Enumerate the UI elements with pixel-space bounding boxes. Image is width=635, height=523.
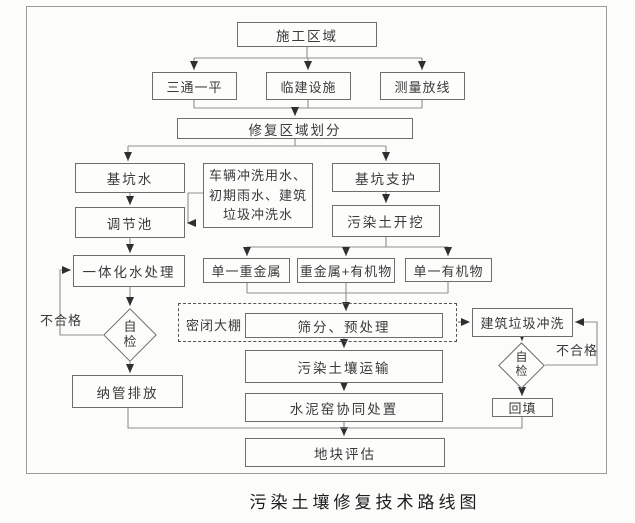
node-pit-support: 基坑支护 xyxy=(332,163,440,192)
enclosed-shed-label: 密闭大棚 xyxy=(186,318,243,333)
node-remediation-zoning: 修复区域划分 xyxy=(177,118,413,139)
node-three-supplies-one-leveling: 三通一平 xyxy=(152,72,237,100)
enclosed-shed-dashed-zone xyxy=(178,303,457,342)
node-pipe-discharge: 纳管排放 xyxy=(72,375,183,408)
node-wash-water-sources: 车辆冲洗用水、 初期雨水、建筑 垃圾冲洗水 xyxy=(203,163,313,228)
diagram-border xyxy=(26,6,607,474)
node-site-assessment: 地块评估 xyxy=(245,438,445,467)
node-backfill: 回填 xyxy=(492,398,553,417)
node-construction-waste-washing: 建筑垃圾冲洗 xyxy=(472,308,573,337)
wash-water-line1: 车辆冲洗用水、 xyxy=(208,168,307,184)
wash-water-line2: 初期雨水、建筑 xyxy=(208,187,307,203)
node-single-heavy-metal: 单一重金属 xyxy=(203,258,290,283)
node-survey-setting-out: 测量放线 xyxy=(380,72,465,100)
node-integrated-water-treatment: 一体化水处理 xyxy=(73,255,185,287)
node-screening-pretreatment: 筛分、预处理 xyxy=(245,313,443,338)
figure-caption: 污染土壤修复技术路线图 xyxy=(249,493,481,512)
node-heavy-metal-plus-organics: 重金属+有机物 xyxy=(297,258,395,283)
fail-label-left: 不合格 xyxy=(40,313,83,328)
node-regulating-tank: 调节池 xyxy=(75,207,185,238)
node-temporary-facilities: 临建设施 xyxy=(266,72,351,100)
self-check-left-label: 自检 xyxy=(123,319,137,349)
node-single-organics: 单一有机物 xyxy=(405,258,492,282)
node-construction-area: 施工区域 xyxy=(237,22,377,47)
self-check-right-label: 自检 xyxy=(515,350,528,378)
fail-label-right: 不合格 xyxy=(556,343,599,358)
node-contaminated-soil-excavation: 污染土开挖 xyxy=(332,205,440,237)
node-cement-kiln-codisposal: 水泥窑协同处置 xyxy=(245,393,443,422)
wash-water-line3: 垃圾冲洗水 xyxy=(222,207,293,223)
node-pit-water: 基坑水 xyxy=(75,163,185,193)
node-soil-transport: 污染土壤运输 xyxy=(245,350,443,383)
